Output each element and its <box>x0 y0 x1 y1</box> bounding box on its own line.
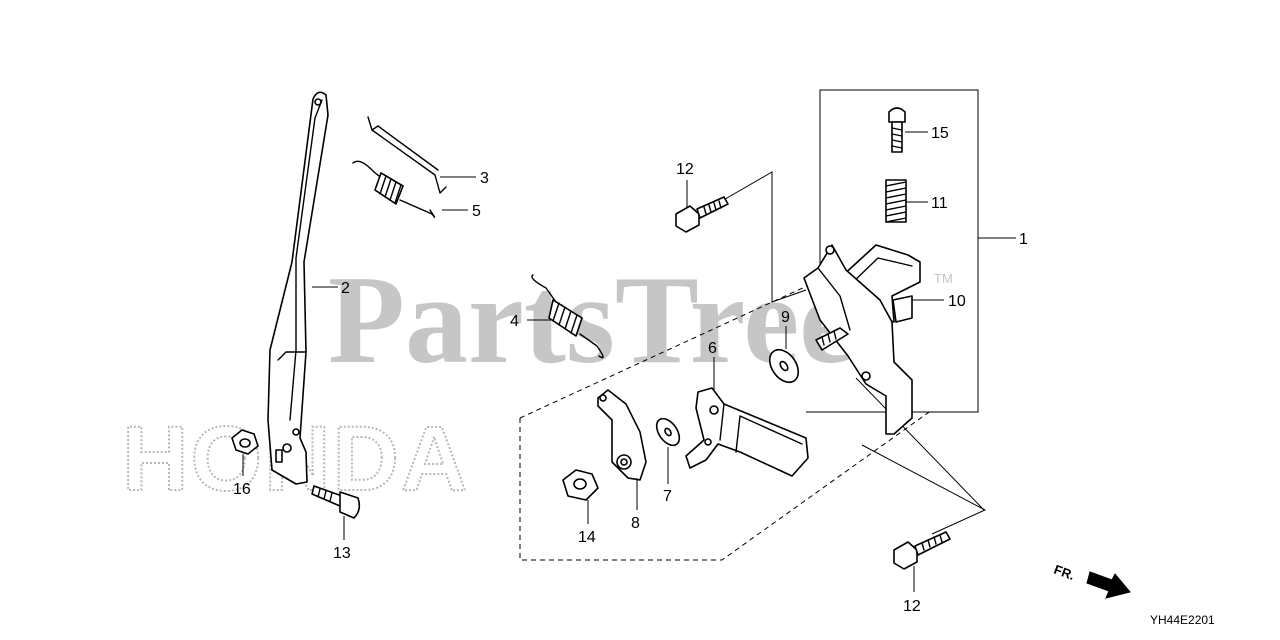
callout-9: 9 <box>781 309 790 326</box>
leader-lines <box>242 131 1016 592</box>
callout-1: 1 <box>1019 231 1028 248</box>
callout-13: 13 <box>333 545 351 562</box>
callout-labels: 1 2 3 4 5 6 7 8 9 10 11 12 12 13 14 15 1… <box>233 125 1028 615</box>
diagram-code: YH44E2201 <box>1150 613 1215 627</box>
callout-6: 6 <box>708 340 717 357</box>
part-16-nut <box>231 429 259 455</box>
callout-10: 10 <box>948 293 966 310</box>
part-1-plate <box>803 244 913 435</box>
callout-11: 11 <box>931 195 948 212</box>
part-12-upper-bolt <box>675 196 729 233</box>
callout-16: 16 <box>233 481 251 498</box>
part-4-spring <box>531 274 604 359</box>
callout-7: 7 <box>663 488 672 505</box>
part-12-lower-bolt <box>893 531 951 570</box>
callout-14: 14 <box>578 529 596 546</box>
part-6-bracket <box>685 387 809 477</box>
assembly-1-frame <box>806 89 979 413</box>
assembly-frames <box>519 89 987 561</box>
callout-4: 4 <box>510 313 519 330</box>
lower-assembly-frame <box>519 409 933 561</box>
callout-3: 3 <box>480 170 489 187</box>
part-7-washer <box>655 417 681 447</box>
callout-8: 8 <box>631 515 640 532</box>
part-11-spring <box>885 179 907 223</box>
part-9-washer <box>768 348 800 384</box>
part-8-plate <box>597 389 647 481</box>
part-2-control-lever <box>267 91 329 485</box>
watermark-brand: PartsTree <box>328 251 855 390</box>
callout-5: 5 <box>472 203 481 220</box>
front-direction-indicator: FR. <box>1052 562 1131 599</box>
part-15-screw <box>888 107 906 153</box>
callout-12-lower: 12 <box>903 598 921 615</box>
callout-15: 15 <box>931 125 949 142</box>
part-14-nut <box>562 469 599 501</box>
callout-2: 2 <box>341 280 350 297</box>
part-3-rod <box>367 116 447 194</box>
part-13-bolt <box>311 485 361 519</box>
watermark-trademark: TM <box>934 271 953 286</box>
part-5-spring <box>352 160 436 218</box>
callout-12-upper: 12 <box>676 161 694 178</box>
bolt-12-lower-reference <box>861 444 987 535</box>
bolt-12-upper-reference <box>719 171 807 303</box>
arrow-right-icon <box>1086 571 1131 599</box>
fr-label: FR. <box>1052 562 1077 583</box>
